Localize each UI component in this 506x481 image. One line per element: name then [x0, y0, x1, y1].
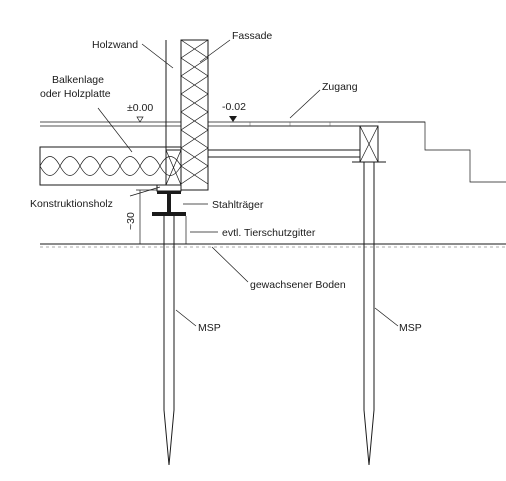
label-boden: gewachsener Boden	[250, 279, 346, 291]
label-tierschutzgitter: evtl. Tierschutzgitter	[222, 227, 316, 239]
facade-insulation	[180, 39, 209, 191]
level-marker-zero	[136, 116, 144, 123]
label-holzwand: Holzwand	[92, 39, 138, 51]
joist-layer	[39, 146, 182, 186]
screw-pile-right	[363, 162, 375, 466]
screw-pile-left	[163, 216, 187, 466]
label-level-zero: ±0.00	[127, 102, 153, 114]
dimension-30	[136, 189, 157, 244]
label-stahltraeger: Stahlträger	[212, 199, 264, 211]
label-zugang: Zugang	[322, 81, 358, 93]
terrain-steps	[378, 121, 506, 183]
label-balkenlage-2: oder Holzplatte	[40, 88, 111, 100]
floor-level	[40, 116, 181, 127]
leaders	[97, 39, 399, 327]
label-konstruktionsholz: Konstruktionsholz	[30, 198, 113, 210]
timber-wall	[165, 40, 182, 150]
ground-line	[40, 243, 506, 248]
steel-beam	[152, 191, 186, 216]
label-balkenlage-1: Balkenlage	[52, 74, 104, 86]
label-fassade: Fassade	[232, 30, 272, 42]
access-deck	[208, 116, 425, 163]
label-msp-left: MSP	[198, 322, 221, 334]
level-marker-minus	[229, 116, 237, 122]
label-dimension-30: ~30	[125, 212, 137, 230]
construction-timber	[156, 149, 182, 192]
label-level-minus: -0.02	[222, 101, 246, 113]
label-msp-right: MSP	[399, 322, 422, 334]
